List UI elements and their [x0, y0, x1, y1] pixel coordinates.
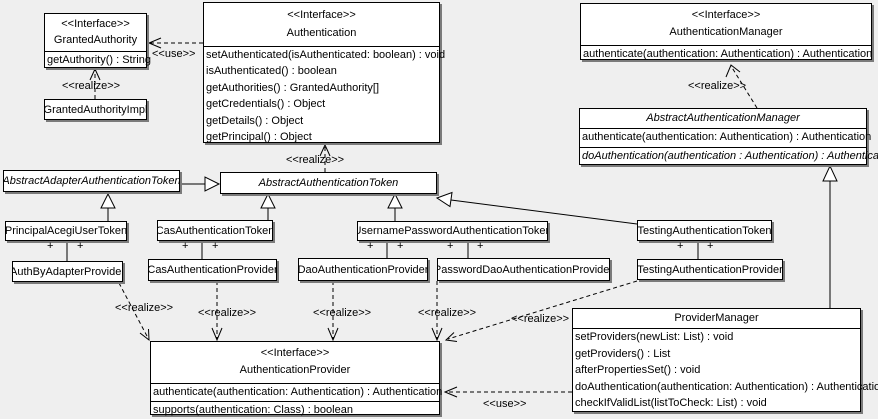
- use-provider-manager-to-provider: [443, 386, 572, 398]
- use-label: <<use>>: [483, 398, 527, 410]
- multiplicity-plus: +: [47, 240, 54, 252]
- realize-impl-to-granted-authority: [89, 67, 101, 99]
- class-name: GrantedAuthority: [53, 34, 138, 46]
- class-authentication-provider[interactable]: <<Interface>> AuthenticationProvider aut…: [150, 341, 442, 416]
- class-name: PrincipalAcegiUserToken: [5, 225, 127, 237]
- method: setProviders(newList: List) : void: [575, 331, 734, 343]
- realize-abstract-token-to-authentication: [319, 143, 331, 172]
- method: getAuthority() : String: [47, 54, 151, 66]
- realize-label: <<realize>>: [115, 302, 174, 314]
- multiplicity-plus: +: [367, 240, 374, 252]
- class-provider-manager[interactable]: ProviderManager setProviders(newList: Li…: [572, 308, 878, 412]
- realize-label: <<realize>>: [198, 307, 257, 319]
- method: getAuthorities() : GrantedAuthority[]: [206, 81, 380, 94]
- method: getPrincipal() : Object: [206, 131, 312, 144]
- class-abstract-authentication-manager[interactable]: AbstractAuthenticationManager authentica…: [579, 108, 878, 165]
- method: authenticate(authentication: Authenticat…: [151, 384, 442, 402]
- generalization-username-token-to-abstract-token: [387, 192, 403, 221]
- class-name: AuthenticationManager: [669, 26, 783, 38]
- method: getProviders() : List: [575, 347, 671, 360]
- method: getCredentials() : Object: [206, 98, 326, 111]
- class-cas-authentication-token[interactable]: CasAuthenticationToken: [157, 220, 273, 241]
- class-authentication-manager[interactable]: <<Interface>> AuthenticationManager auth…: [580, 3, 872, 60]
- realize-label: <<realize>>: [286, 154, 345, 166]
- class-name: ProviderManager: [674, 312, 759, 324]
- multiplicity-plus: +: [397, 240, 404, 252]
- class-name: AbstractAuthenticationToken: [258, 177, 399, 189]
- realize-password-dao-provider-to-provider: [431, 281, 443, 342]
- class-dao-authentication-provider[interactable]: DaoAuthenticationProvider: [298, 258, 428, 281]
- stereotype: <<Interface>>: [61, 18, 130, 30]
- multiplicity-plus: +: [182, 240, 189, 252]
- generalization-provider-manager-to-abstract-manager: [822, 164, 838, 308]
- class-authentication[interactable]: <<Interface>> Authentication setAuthenti…: [203, 2, 446, 144]
- generalization-adapter-to-abstract-token: [180, 176, 221, 192]
- generalization-cas-token-to-abstract-token: [260, 192, 276, 220]
- method: supports(authentication: Class) : boolea…: [153, 403, 353, 416]
- stereotype: <<Interface>>: [287, 9, 356, 21]
- class-name: AuthByAdapterProvider: [12, 265, 123, 278]
- multiplicity-plus: +: [477, 240, 484, 252]
- method: doAuthentication(authentication: Authent…: [575, 380, 878, 393]
- realize-dao-provider-to-provider: [327, 281, 339, 342]
- use-label: <<use>>: [152, 48, 196, 60]
- stereotype: <<Interface>>: [691, 9, 761, 21]
- multiplicity-plus: +: [447, 240, 454, 252]
- class-name: AbstractAuthenticationManager: [646, 112, 800, 124]
- multiplicity-plus: +: [77, 240, 84, 252]
- class-name: PasswordDaoAuthenticationProvider: [437, 263, 610, 276]
- class-abstract-authentication-token[interactable]: AbstractAuthenticationToken: [220, 172, 437, 194]
- stereotype: <<Interface>>: [260, 347, 330, 359]
- class-testing-authentication-provider[interactable]: TestingAuthenticationProvider: [637, 259, 783, 280]
- class-username-password-authentication-token[interactable]: UsernamePasswordAuthenticationToken: [357, 221, 548, 241]
- realize-label: <<realize>>: [688, 80, 747, 92]
- realize-label: <<realize>>: [418, 307, 477, 319]
- class-name: AuthenticationProvider: [239, 364, 351, 376]
- method: getDetails() : Object: [206, 114, 304, 127]
- class-name: DaoAuthenticationProvider: [298, 263, 428, 276]
- class-name: TestingAuthenticationProvider: [637, 263, 783, 276]
- method: authenticate(authentication: Authenticat…: [580, 129, 871, 148]
- class-name: UsernamePasswordAuthenticationToken: [357, 225, 548, 237]
- multiplicity-plus: +: [677, 240, 684, 252]
- class-granted-authority-impl[interactable]: GrantedAuthorityImpl: [44, 99, 147, 120]
- realize-auth-by-adapter-to-provider: [118, 282, 150, 342]
- class-cas-authentication-provider[interactable]: CasAuthenticationProvider: [148, 259, 277, 281]
- class-name: AbstractAdapterAuthenticationToken: [3, 175, 180, 187]
- class-testing-authentication-token[interactable]: TestingAuthenticationToken: [637, 220, 772, 241]
- multiplicity-plus: +: [707, 240, 714, 252]
- method: doAuthentication(authentication : Authen…: [582, 149, 878, 162]
- method: afterPropertiesSet() : void: [575, 364, 701, 377]
- use-authentication-to-granted-authority: [147, 37, 203, 49]
- realize-label: <<realize>>: [62, 80, 121, 92]
- method: isAuthenticated() : boolean: [206, 65, 337, 78]
- realize-abstract-manager-to-authentication-manager: [725, 64, 758, 109]
- class-auth-by-adapter-provider[interactable]: AuthByAdapterProvider: [12, 261, 123, 282]
- class-password-dao-authentication-provider[interactable]: PasswordDaoAuthenticationProvider: [437, 258, 610, 281]
- class-name: Authentication: [286, 27, 357, 39]
- realize-label: <<realize>>: [313, 307, 372, 319]
- realize-testing-provider-to-provider: [444, 280, 638, 342]
- realize-label: <<realize>>: [511, 313, 570, 325]
- class-name: CasAuthenticationToken: [157, 224, 273, 237]
- method: authenticate(authentication: Authenticat…: [583, 48, 873, 60]
- class-granted-authority[interactable]: <<Interface>> GrantedAuthority getAuthor…: [44, 13, 151, 68]
- generalization-testing-token-to-abstract-token: [435, 191, 638, 225]
- method: checkIfValidList(listToCheck: List) : vo…: [575, 397, 767, 410]
- class-abstract-adapter-authentication-token[interactable]: AbstractAdapterAuthenticationToken: [3, 170, 180, 192]
- method: setAuthenticated(isAuthenticated: boolea…: [206, 49, 446, 61]
- realize-cas-provider-to-provider: [211, 281, 223, 342]
- class-name: CasAuthenticationProvider: [148, 264, 277, 276]
- class-name: GrantedAuthorityImpl: [44, 103, 147, 116]
- multiplicity-plus: +: [212, 240, 219, 252]
- class-principal-acegi-user-token[interactable]: PrincipalAcegiUserToken: [5, 221, 127, 241]
- generalization-principal-to-adapter: [100, 192, 116, 221]
- class-name: TestingAuthenticationToken: [637, 224, 772, 237]
